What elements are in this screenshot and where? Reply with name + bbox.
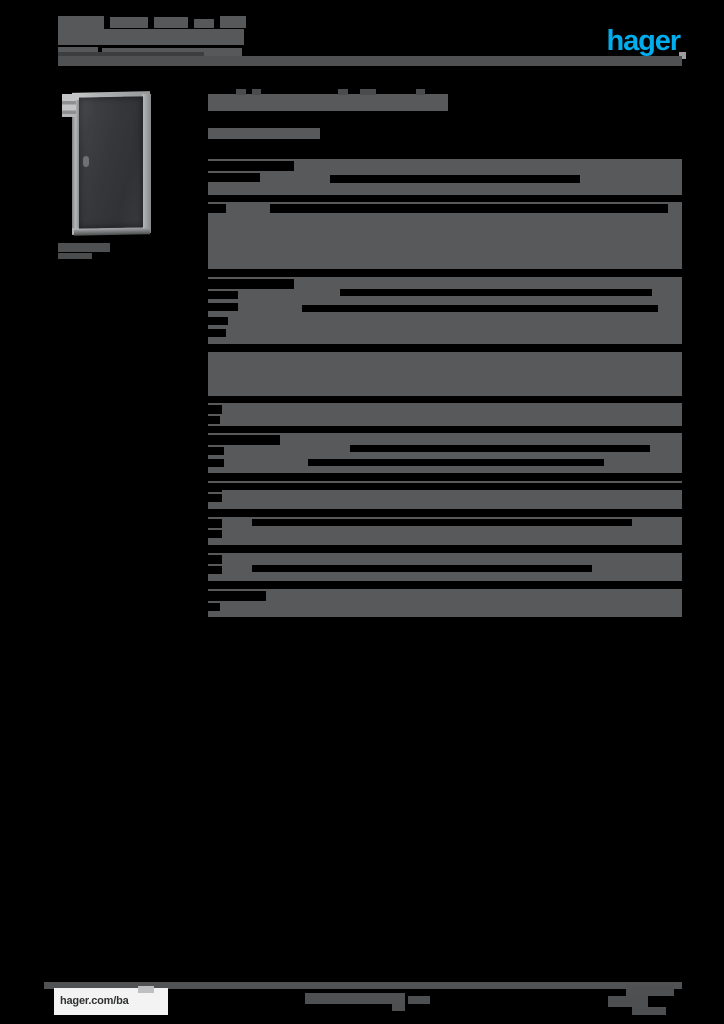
page-header: hager [0,0,724,78]
title-ascender [252,89,261,95]
page-title-redacted [208,89,448,111]
spec-label-gap [208,204,226,213]
spec-value-gap [222,483,682,490]
enclosure-illustration [62,88,154,236]
spec-label-gap [208,591,266,601]
spec-label-gap [208,566,222,574]
enclosure-handle [83,156,89,167]
header-title-fragment [58,16,104,29]
footer-url-text: hager.com/ba [60,995,129,1007]
spec-value-gap [302,305,658,312]
header-rule-accent [58,52,204,57]
footer-page-number-redacted-2 [608,996,648,1007]
spec-label-gap [208,291,238,299]
product-caption-redacted [58,243,110,252]
footer-page-number-redacted-3 [632,1007,666,1015]
spec-label-gap [208,530,222,538]
product-caption-redacted-2 [58,253,92,259]
spec-row [208,433,682,473]
spec-label-gap [208,435,280,445]
spec-row [208,589,682,617]
title-ascender [236,89,246,95]
spec-label-gap [208,416,220,424]
spec-value-gap [252,565,592,572]
spec-label-gap [208,161,294,171]
spec-label-gap [208,483,222,492]
spec-label-gap [208,329,226,337]
footer-center-redacted-2 [408,996,430,1004]
spec-value-gap [270,204,668,213]
title-ascender [360,89,376,95]
footer-center-redacted [305,993,405,1004]
spec-row [208,277,682,344]
spec-row [208,553,682,581]
header-title-fragment [220,16,246,28]
spec-row [208,352,682,396]
hager-logo: hager [606,25,682,57]
enclosure-right-edge [142,93,151,234]
spec-label-gap [208,603,220,611]
header-title-fragment [110,17,148,28]
spec-label-gap [208,555,222,564]
header-title-fragment [194,19,214,28]
enclosure-knockout-tabs [62,94,76,117]
spec-value-gap [252,519,632,526]
spec-label-gap [208,405,222,414]
spec-value-gap [350,445,650,452]
spec-row [208,517,682,545]
header-rule [58,56,682,66]
title-ascender [338,89,348,95]
footer-center-redacted-3 [392,1004,405,1011]
spec-label-gap [208,279,294,289]
page-footer [0,975,724,1024]
footer-url-tab [138,986,154,993]
spec-value-gap [340,289,652,296]
footer-page-number-redacted [626,985,674,996]
product-image [56,88,172,240]
spec-label-gap [208,519,222,528]
page-subtitle-redacted [208,128,320,139]
spec-label-gap [208,459,224,467]
spec-label-gap [208,173,260,182]
spec-label-gap [208,494,222,502]
spec-row [208,202,682,269]
spec-row [208,403,682,426]
spec-label-gap [208,317,228,325]
spec-row [208,159,682,195]
spec-value-gap [330,175,580,183]
enclosure-bottom-lip [74,228,150,236]
header-title-fragment [154,17,188,28]
spec-label-gap [208,447,224,455]
spec-row [208,481,682,509]
spec-value-gap [308,459,604,466]
footer-rule [44,982,682,989]
spec-label-gap [208,303,238,311]
enclosure-hinge [72,99,79,229]
header-title-fragment [58,29,244,45]
logo-registered-mark [679,52,686,59]
title-ascender [416,89,425,95]
